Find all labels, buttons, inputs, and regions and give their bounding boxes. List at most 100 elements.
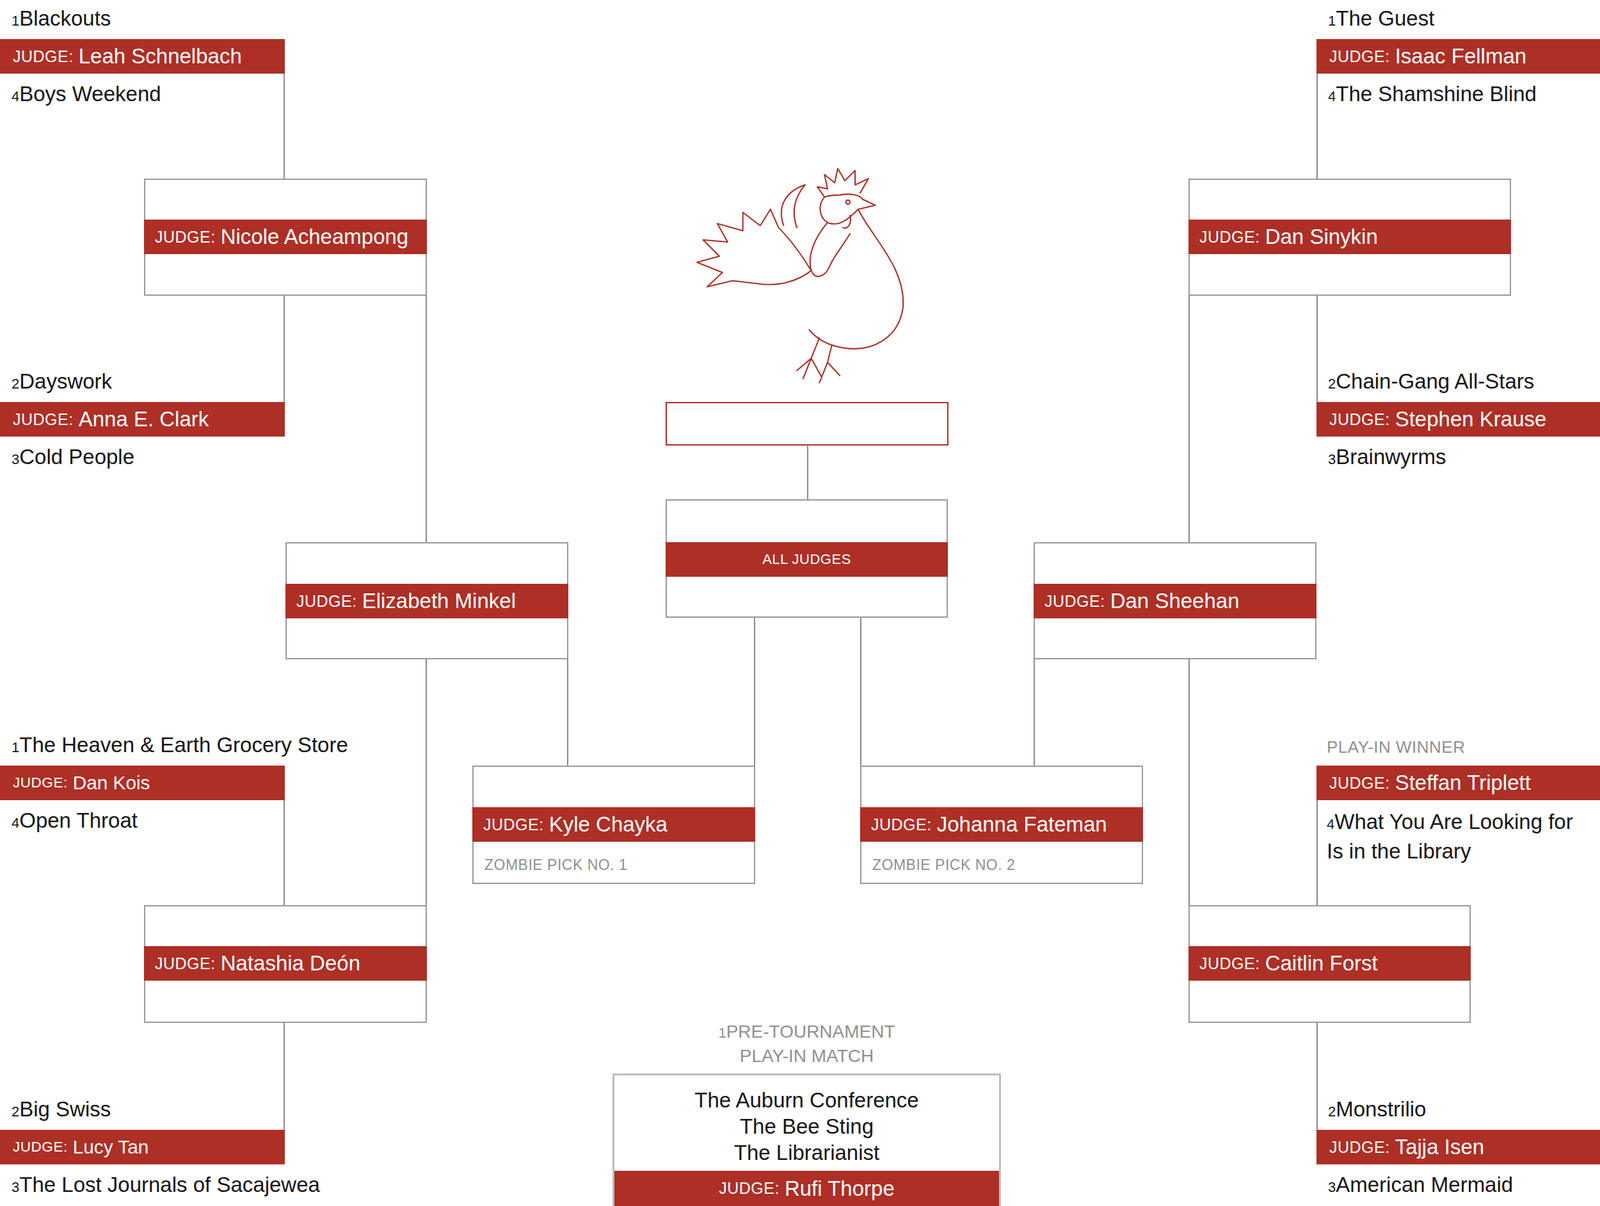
judge-label: JUDGE: — [1199, 954, 1261, 973]
match-box: JUDGE:Dan Sinykin — [1188, 178, 1512, 296]
seed-number: 2 — [11, 1103, 20, 1120]
judge-name: Steffan Triplett — [1395, 770, 1531, 795]
bracket-line — [283, 1022, 285, 1130]
book-title: The Lost Journals of Sacajewea — [19, 1172, 320, 1197]
seed-number: 3 — [1328, 451, 1336, 468]
seed-number: 2 — [11, 375, 20, 392]
bracket-line — [1316, 73, 1318, 179]
judge-name: Nicole Acheampong — [220, 224, 409, 249]
book-row: 2Monstrilio — [1328, 1096, 1426, 1125]
judge-bar: JUDGE:Dan Sinykin — [1188, 219, 1512, 255]
judge-label: JUDGE: — [154, 954, 216, 973]
judge-bar: PLAY-IN WINNERJUDGE:Steffan Triplett4Wha… — [1316, 765, 1600, 800]
champion-box — [666, 402, 948, 445]
judge-bar: JUDGE:Johanna Fateman — [860, 807, 1144, 842]
judge-name: Anna E. Clark — [78, 407, 210, 432]
book-list: The Auburn ConferenceThe Bee StingThe Li… — [614, 1086, 1000, 1166]
judge-bar: JUDGE:Leah Schnelbach1Blackouts4Boys Wee… — [0, 39, 285, 74]
judge-name: Johanna Fateman — [936, 812, 1108, 837]
book-row: 2Big Swiss — [11, 1096, 111, 1125]
book-row: 4Boys Weekend — [11, 81, 162, 110]
book-row: 2Dayswork — [11, 368, 112, 397]
book-row: 1Blackouts — [11, 5, 111, 34]
bracket-line — [1316, 1022, 1318, 1130]
judge-bar: JUDGE:Caitlin Forst — [1188, 945, 1471, 981]
book-row: 2Chain-Gang All-Stars — [1328, 368, 1535, 397]
bracket-line — [283, 73, 285, 179]
judge-bar: JUDGE:Nicole Acheampong — [144, 219, 427, 255]
judge-bar: JUDGE:Dan Kois1The Heaven & Earth Grocer… — [0, 765, 285, 800]
judge-name: Dan Sheehan — [1110, 588, 1240, 614]
judge-bar: JUDGE:Elizabeth Minkel — [285, 583, 569, 619]
seed-number: 4 — [1328, 88, 1336, 105]
bracket-line — [1316, 295, 1318, 402]
seed-number: 3 — [1328, 1178, 1336, 1195]
book-title: Blackouts — [19, 6, 111, 31]
judge-bar: JUDGE:Isaac Fellman1The Guest4The Shamsh… — [1316, 39, 1600, 74]
judge-label: JUDGE: — [1199, 227, 1261, 247]
book-row: 3Cold People — [11, 444, 135, 473]
judge-name: Dan Sinykin — [1265, 224, 1378, 249]
bracket-line — [1188, 659, 1190, 905]
book-title: The Auburn Conference — [614, 1086, 1000, 1113]
judge-label: JUDGE: — [12, 774, 68, 792]
match-box: JUDGE:Caitlin Forst — [1188, 904, 1471, 1023]
seed-number: 1 — [11, 12, 20, 29]
book-row: 1The Heaven & Earth Grocery Store — [11, 732, 349, 761]
zombie-label: ZOMBIE PICK NO. 2 — [872, 854, 1016, 875]
play-in-heading: 1PRE-TOURNAMENT PLAY-IN MATCH — [704, 1020, 910, 1068]
seed-number: 3 — [11, 1178, 20, 1195]
judge-label: JUDGE: — [1329, 1137, 1391, 1157]
judge-bar: JUDGE: Kyle Chayka — [472, 807, 756, 842]
zombie-box: JUDGE:Johanna FatemanZOMBIE PICK NO. 2 — [860, 765, 1144, 884]
bracket-line — [283, 295, 285, 402]
zombie-label: ZOMBIE PICK NO. 1 — [484, 854, 628, 875]
judge-label: JUDGE: — [154, 227, 216, 247]
judge-name: Dan Kois — [72, 771, 151, 794]
judge-label: JUDGE: — [12, 410, 74, 429]
final-box: ALL JUDGES — [665, 499, 948, 618]
bracket-line — [567, 659, 569, 766]
judge-name: Tajja Isen — [1395, 1134, 1485, 1160]
play-in-box: 1PRE-TOURNAMENT PLAY-IN MATCHThe Auburn … — [612, 1073, 1001, 1206]
match-box: JUDGE:Nicole Acheampong — [144, 178, 427, 296]
judge-label: JUDGE: — [1329, 410, 1391, 429]
judge-label: JUDGE: — [483, 815, 544, 834]
bracket-line — [1033, 659, 1035, 766]
judge-bar: JUDGE:Dan Sheehan — [1033, 583, 1317, 619]
judge-bar: JUDGE:Anna E. Clark2Dayswork3Cold People — [0, 401, 285, 437]
judge-name: Stephen Krause — [1395, 407, 1547, 432]
book-row: 4What You Are Looking for Is in the Libr… — [1326, 808, 1574, 865]
judge-name: Leah Schnelbach — [78, 44, 242, 69]
all-judges-label: ALL JUDGES — [762, 551, 852, 568]
book-title: The Bee Sting — [614, 1112, 1000, 1140]
judge-name: Kyle Chayka — [549, 812, 668, 837]
judge-name: Lucy Tan — [72, 1136, 150, 1158]
match-box: JUDGE:Elizabeth Minkel — [285, 542, 569, 660]
book-row: 3Brainwyrms — [1328, 444, 1447, 473]
book-row: 1The Guest — [1328, 5, 1435, 34]
book-title: Open Throat — [19, 808, 138, 832]
book-title: The Librarianist — [614, 1139, 1000, 1166]
play-in-label: PLAY-IN WINNER — [1326, 736, 1466, 758]
book-title: Dayswork — [19, 369, 112, 393]
judge-name: Caitlin Forst — [1265, 951, 1378, 976]
bracket-line — [425, 659, 427, 905]
book-row: 4Open Throat — [11, 807, 138, 836]
zombie-box: JUDGE: Kyle ChaykaZOMBIE PICK NO. 1 — [472, 765, 756, 884]
judge-label: JUDGE: — [12, 1138, 68, 1156]
book-row: 4The Shamshine Blind — [1328, 81, 1537, 110]
book-title: Chain-Gang All-Stars — [1335, 369, 1535, 393]
book-title: Cold People — [19, 444, 135, 469]
judge-bar: JUDGE:Stephen Krause2Chain-Gang All-Star… — [1316, 401, 1600, 437]
judge-label: JUDGE: — [1329, 773, 1391, 793]
book-title: American Mermaid — [1335, 1172, 1513, 1197]
heading-text: PRE-TOURNAMENT PLAY-IN MATCH — [726, 1021, 896, 1066]
bracket-line — [425, 295, 427, 543]
book-title: The Guest — [1335, 6, 1435, 31]
seed-number: 1 — [11, 739, 20, 756]
rooster-illustration — [696, 168, 904, 383]
book-title: Brainwyrms — [1335, 444, 1446, 469]
judge-label: JUDGE: — [296, 592, 358, 611]
